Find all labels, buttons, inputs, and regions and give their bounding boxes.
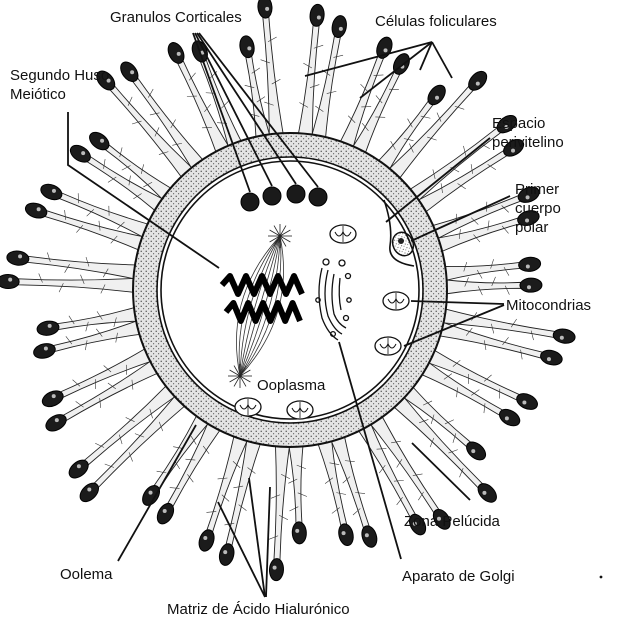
nucleus-highlight xyxy=(100,139,104,143)
nucleus-highlight xyxy=(223,550,227,554)
nucleus-highlight xyxy=(203,536,207,540)
follicular-cell-nucleus xyxy=(292,522,307,545)
label-oolema: Oolema xyxy=(60,565,113,584)
follicular-cell-process xyxy=(289,446,303,523)
nucleus-highlight xyxy=(48,324,52,328)
nucleus-highlight xyxy=(247,46,251,50)
label-ooplasma: Ooplasma xyxy=(257,376,325,395)
follicular-cell-nucleus xyxy=(518,256,541,272)
mitochondrion xyxy=(375,337,401,355)
follicular-cell-nucleus xyxy=(552,327,576,344)
follicular-cell-nucleus xyxy=(539,348,564,367)
nucleus-highlight xyxy=(339,27,343,31)
nucleus-highlight xyxy=(163,509,167,513)
nucleus-highlight xyxy=(522,401,526,405)
follicular-cell-nucleus xyxy=(269,558,284,581)
label-celulas-foliculares: Células foliculares xyxy=(375,12,497,31)
nucleus-highlight xyxy=(476,82,480,86)
nucleus-highlight xyxy=(265,7,269,11)
nucleus-highlight xyxy=(342,531,346,535)
follicular-cell-nucleus xyxy=(309,4,325,27)
follicular-cell-nucleus xyxy=(337,522,356,547)
nucleus-highlight xyxy=(273,566,277,570)
nucleus-highlight xyxy=(560,336,564,340)
nucleus-highlight xyxy=(547,357,551,361)
label-matriz-hialuronico: Matriz de Ácido Hialurónico xyxy=(167,600,350,619)
label-espacio-perivitelino: Espacio perivitelino xyxy=(492,114,564,152)
label-segundo-huso: Segundo Huso Meiótico xyxy=(10,66,109,104)
nucleus-highlight xyxy=(471,449,475,453)
follicular-cell-nucleus xyxy=(6,250,29,266)
follicular-cell-process xyxy=(45,211,143,250)
follicular-cell-nucleus xyxy=(330,14,348,38)
follicular-cell-nucleus xyxy=(359,524,379,549)
follicular-cell-nucleus xyxy=(217,542,236,567)
nucleus-highlight xyxy=(81,151,85,155)
nucleus-highlight xyxy=(18,254,22,258)
follicular-cell-nucleus xyxy=(24,201,49,221)
nucleus-highlight xyxy=(505,416,509,420)
follicular-cell-nucleus xyxy=(32,341,57,360)
follicular-cell-nucleus xyxy=(520,278,542,292)
label-mitocondrias: Mitocondrias xyxy=(506,296,591,315)
nucleus-highlight xyxy=(177,52,181,56)
label-espacio-line1: Espacio xyxy=(492,114,564,133)
follicular-cell-nucleus xyxy=(257,0,273,19)
label-primer-line1: Primer xyxy=(515,180,561,199)
nucleus-highlight xyxy=(55,418,59,422)
nucleus-highlight xyxy=(384,48,388,52)
nucleus-highlight xyxy=(527,285,531,289)
nucleus-highlight xyxy=(87,488,91,492)
stray-dot xyxy=(600,576,603,579)
follicular-cell-process xyxy=(18,278,134,292)
follicular-cell-nucleus xyxy=(39,181,65,202)
mitochondrion xyxy=(235,398,261,416)
nucleus-highlight xyxy=(52,394,56,398)
nucleus-highlight xyxy=(526,265,530,269)
nucleus-highlight xyxy=(435,96,439,100)
label-segundo-huso-line1: Segundo Huso xyxy=(10,66,109,85)
nucleus-highlight xyxy=(130,70,134,74)
follicular-cell-nucleus xyxy=(0,274,19,289)
label-primer-cuerpo-polar: Primer cuerpo polar xyxy=(515,180,561,237)
label-zona-pelucida: Zona Pelúcida xyxy=(404,512,500,531)
label-primer-line2: cuerpo xyxy=(515,199,561,218)
follicular-cell-nucleus xyxy=(238,35,256,59)
follicular-cell-process xyxy=(27,256,135,278)
follicular-cell-process xyxy=(444,262,520,280)
nucleus-highlight xyxy=(149,491,153,495)
label-segundo-huso-line2: Meiótico xyxy=(10,85,109,104)
follicular-cell-process xyxy=(446,280,521,294)
follicular-cell-process xyxy=(263,17,283,135)
nucleus-highlight xyxy=(295,529,299,533)
nucleus-highlight xyxy=(44,346,48,350)
nucleus-highlight xyxy=(365,533,369,537)
mitochondrion xyxy=(287,401,313,419)
label-espacio-line2: perivitelino xyxy=(492,133,564,152)
nucleus-highlight xyxy=(52,189,56,193)
nucleus-highlight xyxy=(77,464,81,468)
mitochondrion xyxy=(330,225,356,243)
follicular-cell-process xyxy=(274,445,289,559)
follicular-cell-nucleus xyxy=(196,528,216,553)
label-aparato-golgi: Aparato de Golgi xyxy=(402,567,515,586)
label-granulos-corticales: Granulos Corticales xyxy=(110,8,242,27)
nucleus-highlight xyxy=(8,278,12,282)
nucleus-highlight xyxy=(482,491,486,495)
nucleus-highlight xyxy=(317,16,321,20)
nucleus-highlight xyxy=(37,207,41,211)
follicular-cell-nucleus xyxy=(36,320,60,337)
label-primer-line3: polar xyxy=(515,218,561,237)
mitochondrion xyxy=(383,292,409,310)
